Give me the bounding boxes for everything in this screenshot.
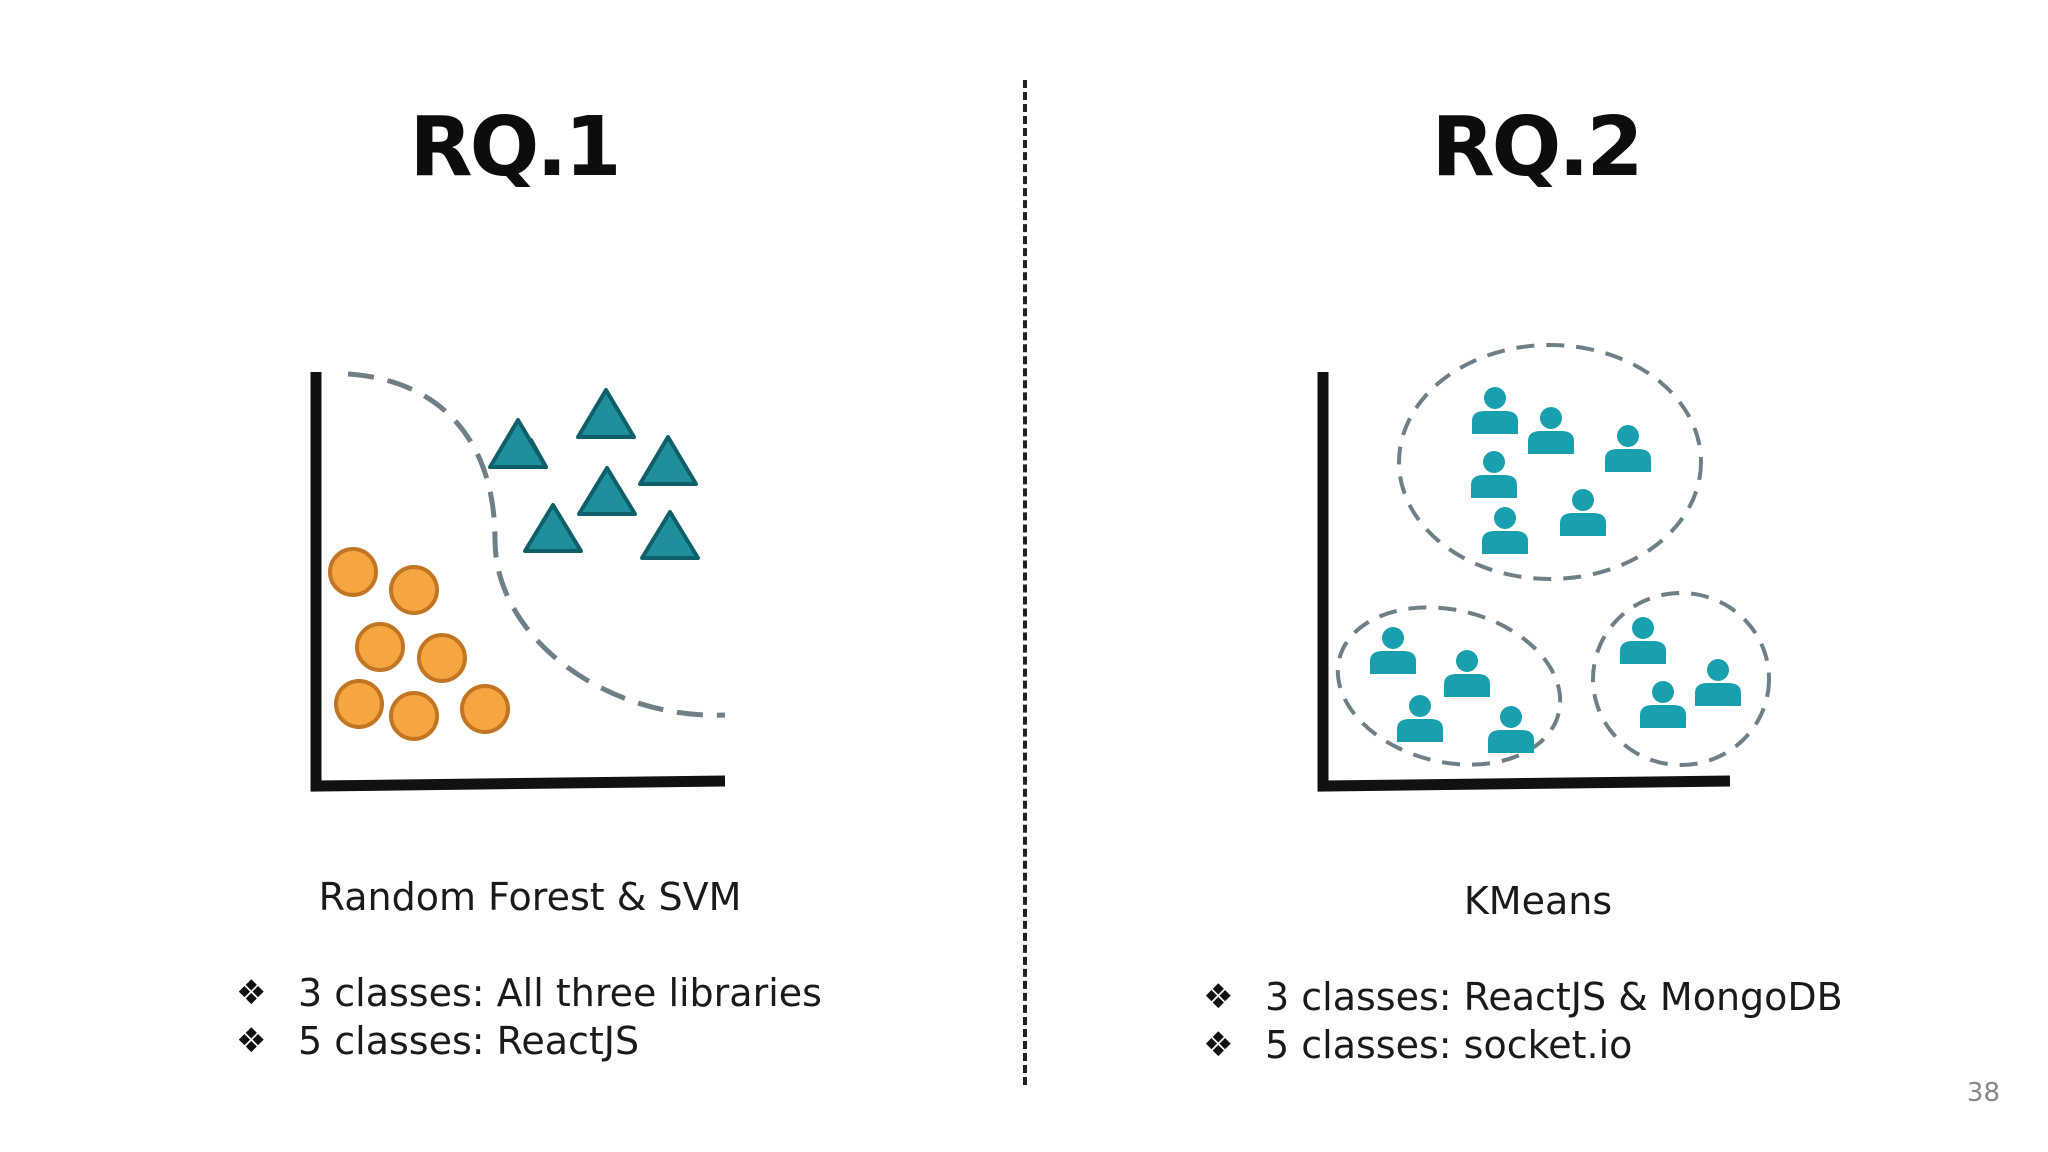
circle-marker <box>355 622 405 672</box>
person-icon <box>1471 451 1517 498</box>
rq1-bullet-list: ❖ 3 classes: All three libraries ❖ 5 cla… <box>236 969 822 1065</box>
triangle-marker <box>577 466 637 516</box>
triangle-marker <box>523 503 583 553</box>
diamond-bullet-icon: ❖ <box>236 1021 267 1061</box>
classification-figure <box>310 371 726 792</box>
diamond-bullet-icon: ❖ <box>236 973 267 1013</box>
triangle-group <box>488 388 700 560</box>
diamond-bullet-icon: ❖ <box>1203 977 1234 1017</box>
triangle-marker <box>576 388 636 439</box>
rq1-bullet-item: ❖ 5 classes: ReactJS <box>236 1017 822 1065</box>
person-icon <box>1444 650 1490 697</box>
rq2-bullet-text: 5 classes: socket.io <box>1265 1023 1633 1067</box>
diamond-bullet-icon: ❖ <box>1203 1025 1234 1065</box>
plot-axes <box>1317 372 1731 792</box>
rq1-bullet-text: 3 classes: All three libraries <box>298 971 822 1015</box>
cluster-outline <box>1397 343 1703 581</box>
rq2-bullet-text: 3 classes: ReactJS & MongoDB <box>1265 975 1843 1019</box>
person-icon <box>1472 387 1518 434</box>
person-icon <box>1560 489 1606 536</box>
cluster-outline <box>1335 605 1563 767</box>
circle-marker <box>328 547 378 597</box>
person-icon <box>1488 706 1534 753</box>
page-number: 38 <box>1966 1078 2000 1108</box>
circle-marker <box>389 565 439 615</box>
section-divider <box>1023 80 1027 1085</box>
cluster-outline <box>1591 591 1771 767</box>
rq2-title: RQ.2 <box>1431 100 1643 195</box>
triangle-marker <box>638 435 698 486</box>
person-icon <box>1695 659 1741 706</box>
rq2-bullet-item: ❖ 3 classes: ReactJS & MongoDB <box>1203 973 1843 1021</box>
person-icon <box>1528 407 1574 454</box>
circle-marker <box>460 684 510 734</box>
person-icon <box>1482 507 1528 554</box>
rq2-bullet-item: ❖ 5 classes: socket.io <box>1203 1021 1843 1069</box>
plot-axes <box>310 372 726 792</box>
rq1-title: RQ.1 <box>409 100 621 195</box>
person-icon <box>1370 627 1416 674</box>
circle-marker <box>417 633 467 683</box>
person-icon <box>1620 617 1666 664</box>
triangle-marker <box>488 418 548 469</box>
rq2-method-label: KMeans <box>1463 879 1613 923</box>
person-icon <box>1397 695 1443 742</box>
rq1-bullet-item: ❖ 3 classes: All three libraries <box>236 969 822 1017</box>
person-icon <box>1605 425 1651 472</box>
triangle-marker <box>640 510 700 560</box>
clustering-figure <box>1317 343 1771 792</box>
person-icon <box>1640 681 1686 728</box>
rq2-bullet-list: ❖ 3 classes: ReactJS & MongoDB ❖ 5 class… <box>1203 973 1843 1069</box>
circle-marker <box>389 691 439 741</box>
rq1-method-label: Random Forest & SVM <box>318 875 742 919</box>
decision-boundary <box>347 371 726 718</box>
circle-marker <box>334 679 384 729</box>
rq1-bullet-text: 5 classes: ReactJS <box>298 1019 640 1063</box>
circle-group <box>328 547 510 741</box>
